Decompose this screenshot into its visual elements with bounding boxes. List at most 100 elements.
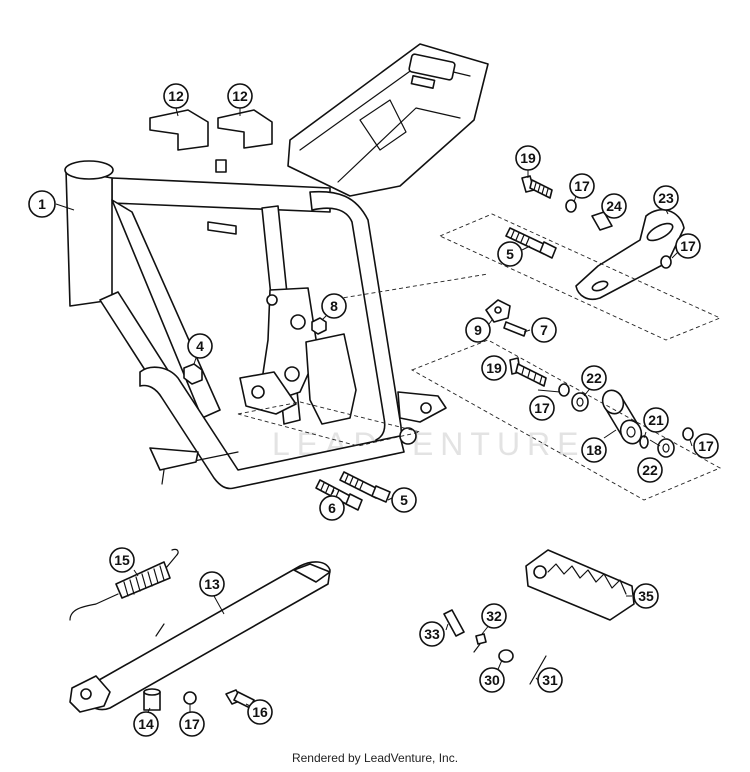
- callout-label: 19: [520, 150, 536, 166]
- callout-16: 16: [247, 699, 273, 725]
- bolt-6-drawing: [315, 479, 363, 511]
- bolt-16-drawing: [225, 689, 255, 709]
- sidestand-13-drawing: [69, 561, 331, 713]
- frame-link-line: [329, 273, 489, 301]
- bushing-22a-drawing: [571, 392, 589, 412]
- washer-17d-drawing: [682, 427, 694, 441]
- callout-7: 7: [531, 317, 557, 343]
- callout-label: 19: [486, 360, 502, 376]
- callout-31: 31: [537, 667, 563, 693]
- callout-1: 1: [28, 190, 56, 218]
- callout-label: 31: [542, 672, 558, 688]
- callout-label: 13: [204, 576, 220, 592]
- callout-label: 17: [534, 400, 550, 416]
- pin-31-drawing: [529, 655, 547, 685]
- callout-17b: 17: [675, 233, 701, 259]
- callout-label: 5: [506, 246, 514, 262]
- callout-30: 30: [479, 667, 505, 693]
- callout-18: 18: [581, 437, 607, 463]
- callout-label: 22: [642, 462, 658, 478]
- brake-pedal-group-outline: [438, 213, 722, 341]
- pin-33-drawing: [443, 609, 465, 637]
- callout-label: 4: [196, 338, 204, 354]
- pedal-23-slot: [646, 222, 674, 242]
- callout-17d: 17: [693, 433, 719, 459]
- pad-12a-drawing: [149, 109, 209, 151]
- callout-label: 15: [114, 552, 130, 568]
- callout-22b: 22: [637, 457, 663, 483]
- callout-label: 30: [484, 672, 500, 688]
- bolt-5a-drawing: [505, 227, 557, 259]
- callout-32: 32: [481, 603, 507, 629]
- callout-label: 18: [586, 442, 602, 458]
- bolt-7-drawing: [503, 321, 527, 337]
- callout-label: 1: [38, 196, 46, 212]
- callout-label: 17: [680, 238, 696, 254]
- callout-24: 24: [601, 193, 627, 219]
- spacer-21-drawing: [639, 435, 649, 449]
- callout-label: 9: [474, 322, 482, 338]
- bushing-22b-drawing: [657, 438, 675, 458]
- roller-group-outline: [410, 339, 722, 501]
- washer-17e-drawing: [183, 691, 197, 705]
- footpeg-35-drawing: [525, 549, 635, 621]
- washer-30-drawing: [498, 649, 514, 663]
- callout-label: 22: [586, 370, 602, 386]
- callout-label: 23: [658, 190, 674, 206]
- callout-label: 17: [574, 178, 590, 194]
- callout-label: 6: [328, 500, 336, 516]
- callout-12a: 12: [163, 83, 189, 109]
- callout-label: 5: [400, 492, 408, 508]
- callout-label: 24: [606, 198, 622, 214]
- callout-label: 12: [232, 88, 248, 104]
- washer-17c-drawing: [558, 383, 570, 397]
- callout-13: 13: [199, 571, 225, 597]
- washer-17b-drawing: [660, 255, 672, 269]
- callout-19a: 19: [515, 145, 541, 171]
- bushing-14-top: [143, 688, 161, 696]
- bracket-9-hole: [494, 306, 502, 314]
- callout-label: 21: [648, 412, 664, 428]
- callout-label: 32: [486, 608, 502, 624]
- callout-label: 17: [184, 716, 200, 732]
- clip-32-drawing: [475, 633, 487, 645]
- bolt-19b-drawing: [509, 357, 547, 387]
- roller-18-drawing: [601, 389, 643, 445]
- nut-8-drawing: [311, 317, 327, 335]
- callout-4: 4: [187, 333, 213, 359]
- callout-35: 35: [633, 583, 659, 609]
- pad-12b-drawing: [217, 109, 273, 149]
- frame-drawing: [64, 43, 489, 490]
- nut-4-drawing: [183, 363, 203, 385]
- pivot-group-outline: [237, 401, 421, 447]
- callout-label: 17: [698, 438, 714, 454]
- callout-label: 14: [138, 716, 154, 732]
- bushing-22b-hole: [662, 443, 670, 453]
- callout-label: 16: [252, 704, 268, 720]
- washer-17a-drawing: [565, 199, 577, 213]
- callout-33: 33: [419, 621, 445, 647]
- callout-17e: 17: [179, 711, 205, 737]
- bushing-22a-hole: [576, 397, 584, 407]
- clip-32-spring: [473, 643, 481, 653]
- render-credit: Rendered by LeadVenture, Inc.: [291, 751, 459, 765]
- callout-17a: 17: [569, 173, 595, 199]
- callout-19b: 19: [481, 355, 507, 381]
- callout-17c: 17: [529, 395, 555, 421]
- pedal-23-slot-b: [591, 280, 609, 292]
- spacer-24-drawing: [591, 211, 613, 231]
- callout-12b: 12: [227, 83, 253, 109]
- callout-5b: 5: [391, 487, 417, 513]
- bolt-5b-drawing: [339, 471, 391, 503]
- callout-21: 21: [643, 407, 669, 433]
- callout-6: 6: [319, 495, 345, 521]
- callout-15: 15: [109, 547, 135, 573]
- callout-label: 8: [330, 298, 338, 314]
- spring-15-drawing: [69, 548, 179, 621]
- bolt-19a-drawing: [521, 175, 553, 199]
- callout-23: 23: [653, 185, 679, 211]
- callout-14: 14: [133, 711, 159, 737]
- callout-label: 12: [168, 88, 184, 104]
